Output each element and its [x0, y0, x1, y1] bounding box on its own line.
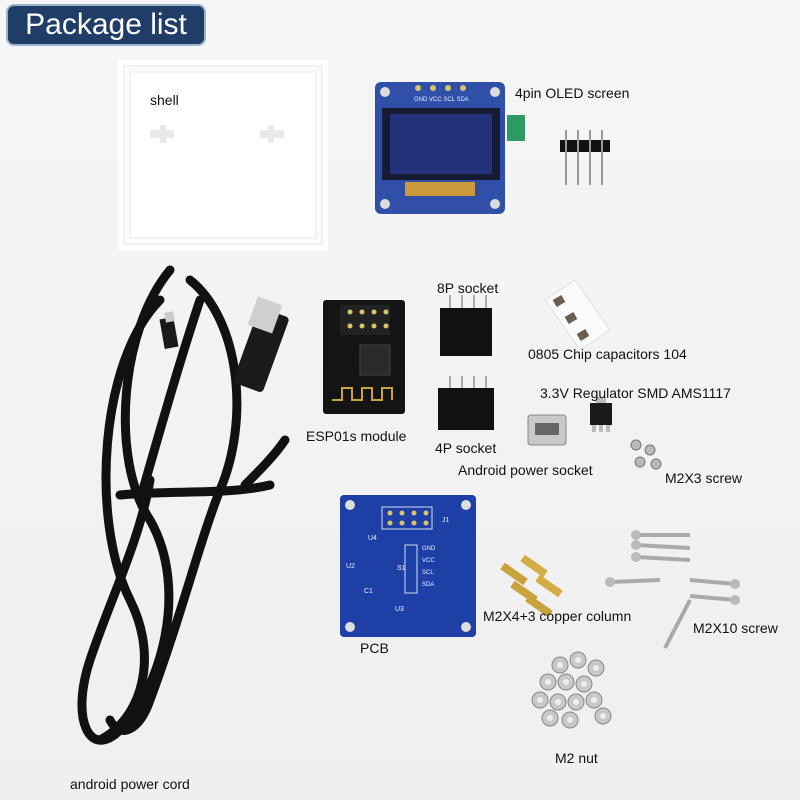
- usb-plug-image: [159, 296, 289, 392]
- label-4p-socket: 4P socket: [435, 440, 497, 456]
- m2x10-screws-image: [605, 530, 740, 649]
- pcb-mark-scl: SCL: [422, 570, 434, 576]
- pcb-mark-u2: U2: [346, 563, 355, 570]
- pcb-mark-u4: U4: [368, 535, 377, 542]
- label-regulator: 3.3V Regulator SMD AMS1117: [540, 385, 731, 401]
- esp01s-image: [323, 300, 405, 414]
- pcb-mark-s1: S1: [397, 565, 406, 572]
- label-8p-socket: 8P socket: [437, 280, 499, 296]
- socket-8p-image: [440, 295, 492, 356]
- label-pcb: PCB: [360, 640, 389, 656]
- m2-nuts-image: [531, 651, 612, 729]
- power-cord-image: [77, 265, 290, 745]
- capacitors-image: [544, 279, 611, 351]
- label-oled-screen: 4pin OLED screen: [515, 85, 630, 101]
- pcb-mark-u3: U3: [395, 606, 404, 613]
- regulator-image: [590, 397, 612, 432]
- label-m2x10-screw: M2X10 screw: [693, 620, 778, 636]
- pcb-mark-sda: SDA: [422, 582, 434, 588]
- pcb-mark-c1: C1: [364, 588, 373, 595]
- oled-pin-labels: GND VCC SCL SDA: [414, 97, 469, 103]
- shell-image: [118, 60, 328, 250]
- label-power-cord: android power cord: [70, 776, 190, 792]
- label-power-socket: Android power socket: [458, 462, 593, 478]
- socket-4p-image: [438, 376, 494, 430]
- pcb-image: U4 U2 C1 U3 J1 S1 GND VCC SCL SDA: [340, 495, 476, 637]
- label-shell: shell: [150, 92, 179, 108]
- power-socket-image: [527, 414, 567, 446]
- pcb-mark-gnd: GND: [422, 546, 436, 552]
- pcb-mark-vcc: VCC: [422, 558, 435, 564]
- page-title: Package list: [6, 4, 206, 46]
- pcb-mark-j1: J1: [442, 517, 450, 524]
- label-esp01s: ESP01s module: [306, 428, 407, 444]
- label-m2-nut: M2 nut: [555, 750, 598, 766]
- label-capacitors: 0805 Chip capacitors 104: [528, 346, 687, 362]
- label-m2x3-screw: M2X3 screw: [665, 470, 743, 486]
- label-copper-column: M2X4+3 copper column: [483, 608, 632, 624]
- pin-header-image: [560, 130, 610, 185]
- m2x3-screws-image: [630, 439, 662, 470]
- oled-screen-image: GND VCC SCL SDA: [375, 82, 525, 214]
- copper-column-image: [500, 554, 563, 618]
